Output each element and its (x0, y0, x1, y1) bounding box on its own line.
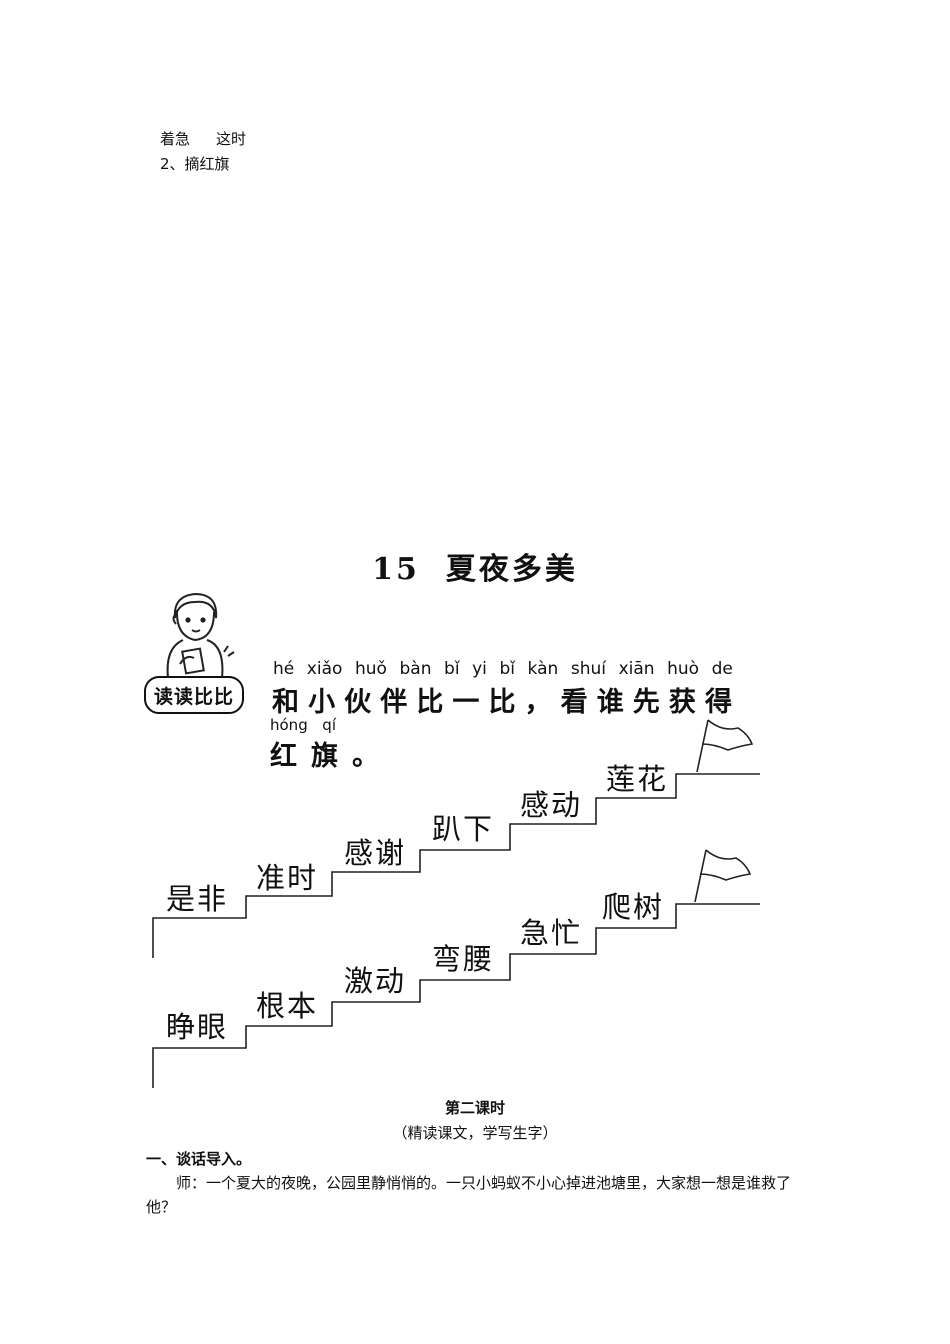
stair-word: 莲花 (606, 762, 669, 796)
pinyin: qí (322, 716, 336, 734)
staircase-1 (152, 773, 760, 958)
pinyin: kàn (527, 659, 559, 679)
instruction-text-2: 红旗。 (270, 741, 393, 772)
section1-heading: 一、谈话导入。 (146, 1150, 252, 1168)
lesson2-title: 第二课时 (444, 1099, 505, 1117)
intro-word: 这时 (216, 130, 247, 148)
pinyin: xiǎo (306, 659, 343, 679)
stair-word: 是非 (166, 882, 229, 916)
hanzi: ， (524, 687, 552, 718)
stair-word: 趴下 (432, 812, 495, 846)
pinyin: yi (472, 659, 487, 679)
pinyin: xiān (618, 659, 655, 679)
hanzi: 得 (704, 687, 732, 718)
child-reading-icon (166, 592, 235, 679)
intro-word: 着急 (160, 130, 191, 148)
stair-word: 睁眼 (166, 1010, 229, 1044)
stair-word: 爬树 (602, 890, 665, 924)
pinyin: bǐ (444, 659, 460, 679)
pinyin: bàn (399, 659, 432, 679)
badge-read-compare: 读读比比 (144, 676, 244, 714)
flag-icon (694, 849, 752, 903)
section1-paragraph: 师：一个夏大的夜晚，公园里静悄悄的。一只小蚂蚁不小心掉进池塘里，大家想一想是谁救… (146, 1174, 792, 1216)
hanzi: 看 (560, 687, 588, 718)
hanzi: 伴 (380, 687, 408, 718)
hanzi: 获 (668, 687, 696, 718)
instruction-pinyin: hé xiǎo huǒ bàn bǐ yi bǐ kàn shuí xiān h… (273, 659, 733, 679)
pinyin: shuí (570, 659, 606, 679)
lesson-number: 15 (372, 552, 420, 587)
instruction-text: 和 小 伙 伴 比 一 比 ， 看 谁 先 获 得 (272, 680, 732, 719)
stair-word: 激动 (344, 964, 407, 998)
intro-line-2: 2、摘红旗 (160, 155, 230, 173)
stair-word: 根本 (256, 989, 319, 1023)
staircase-2 (152, 903, 760, 1088)
instruction-pinyin-2: hóng qí (270, 716, 336, 734)
pinyin: huǒ (354, 659, 387, 679)
stair-word: 急忙 (520, 916, 583, 950)
hanzi: 和 (272, 687, 299, 718)
stair-word: 感谢 (344, 836, 407, 870)
hanzi: 谁 (596, 687, 624, 718)
hanzi: 一 (452, 687, 480, 718)
stair-word: 准时 (256, 861, 319, 895)
hanzi: 伙 (344, 687, 372, 718)
intro-line-1: 着急 这时 (160, 128, 272, 149)
hanzi: 小 (308, 687, 336, 718)
stair-word: 感动 (520, 788, 583, 822)
flag-icon (696, 719, 754, 773)
hanzi: 比 (416, 687, 444, 718)
hanzi: 比 (488, 687, 516, 718)
lesson-title: 15 夏夜多美 (0, 544, 950, 588)
pinyin: hé (273, 659, 295, 679)
hanzi: 先 (632, 687, 660, 718)
pinyin: huò (667, 659, 700, 679)
stair-word: 弯腰 (432, 942, 495, 976)
lesson2-subtitle: （精读课文，学写生字） (392, 1124, 558, 1142)
pinyin: hóng (270, 716, 308, 734)
lesson-name: 夏夜多美 (445, 552, 578, 587)
pinyin: de (711, 659, 733, 679)
pinyin: bǐ (499, 659, 515, 679)
